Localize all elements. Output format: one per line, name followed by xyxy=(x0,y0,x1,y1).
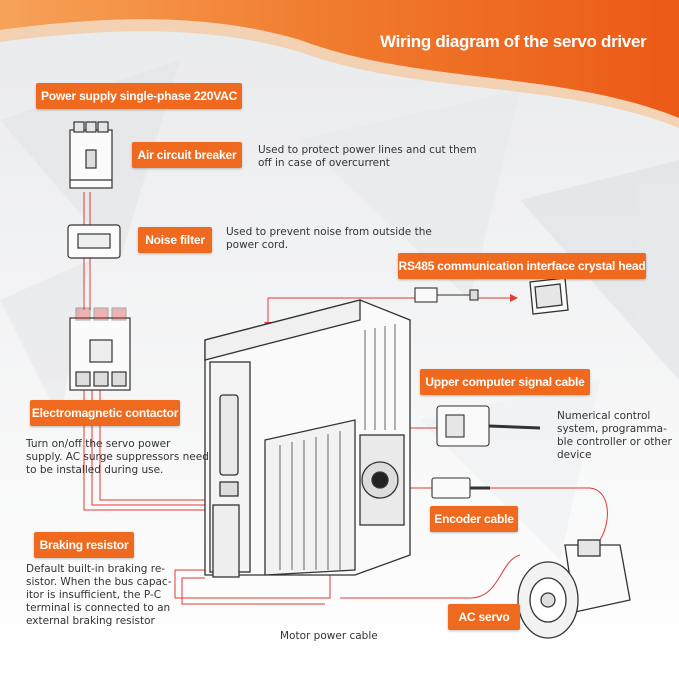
rs485-label: RS485 communication interface crystal he… xyxy=(398,253,646,279)
terminal-block xyxy=(213,505,239,577)
noise-filter-label: Noise filter xyxy=(138,227,212,253)
braking-desc: Default built-in braking re- sistor. Whe… xyxy=(26,563,171,628)
air-breaker-desc-line: off in case of overcurrent xyxy=(258,157,476,170)
noise-filter-desc: Used to prevent noise from outside the p… xyxy=(226,226,432,252)
braking-desc-line: Default built-in braking re- xyxy=(26,563,171,576)
upper-computer-label: Upper computer signal cable xyxy=(420,369,590,395)
numerical-control-desc-line: ble controller or other xyxy=(557,436,672,449)
air-breaker-label: Air circuit breaker xyxy=(132,142,242,168)
braking-desc-line: terminal is connected to an xyxy=(26,602,171,615)
numerical-control-desc-line: system, programma- xyxy=(557,423,672,436)
ac-servo-label: AC servo xyxy=(448,604,520,630)
numerical-control-desc: Numerical control system, programma- ble… xyxy=(557,410,672,462)
contactor-desc-line: Turn on/off the servo power xyxy=(26,438,209,451)
contactor-desc: Turn on/off the servo power supply. AC s… xyxy=(26,438,209,477)
noise-filter-desc-line: Used to prevent noise from outside the xyxy=(226,226,432,239)
numerical-control-desc-line: device xyxy=(557,449,672,462)
braking-desc-line: itor is insufficient, the P-C xyxy=(26,589,171,602)
cn1-port xyxy=(220,395,238,475)
breaker-device xyxy=(70,122,112,188)
encoder-label: Encoder cable xyxy=(430,506,518,532)
braking-desc-line: external braking resistor xyxy=(26,615,171,628)
numerical-control-desc-line: Numerical control xyxy=(557,410,672,423)
air-breaker-desc: Used to protect power lines and cut them… xyxy=(258,144,476,170)
contactor-desc-line: to be installed during use. xyxy=(26,464,209,477)
monitor-icon xyxy=(530,278,568,314)
air-breaker-desc-line: Used to protect power lines and cut them xyxy=(258,144,476,157)
contactor-desc-line: supply. AC surge suppressors need xyxy=(26,451,209,464)
servo-driver xyxy=(205,300,410,577)
braking-desc-line: sistor. When the bus capac- xyxy=(26,576,171,589)
page-title: Wiring diagram of the servo driver xyxy=(380,32,646,52)
contactor-label: Electromagnetic contactor xyxy=(30,400,180,426)
braking-label: Braking resistor xyxy=(34,532,134,558)
motor-cable-label: Motor power cable xyxy=(280,630,378,643)
cn2-port xyxy=(220,482,238,496)
noise-filter-device xyxy=(68,225,120,258)
power-supply-label: Power supply single-phase 220VAC xyxy=(36,83,242,109)
contactor-device xyxy=(70,308,130,390)
noise-filter-desc-line: power cord. xyxy=(226,239,432,252)
